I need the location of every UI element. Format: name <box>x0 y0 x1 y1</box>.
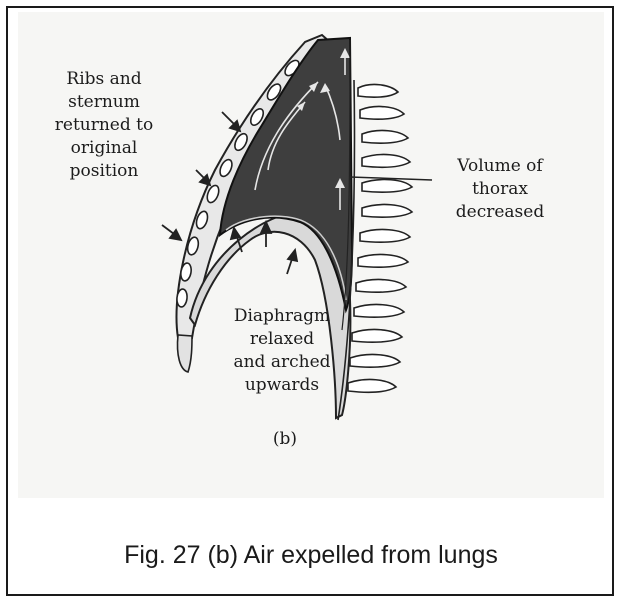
panel-label: (b) <box>255 428 315 451</box>
ribs-label: Ribs and sternum returned to original po… <box>44 68 164 183</box>
volume-label: Volume of thorax decreased <box>430 155 570 224</box>
sternum-tail <box>177 335 192 372</box>
vertebral-column <box>348 85 412 393</box>
figure-caption: Fig. 27 (b) Air expelled from lungs <box>0 541 622 570</box>
diaphragm-label: Diaphragm relaxed and arched upwards <box>222 305 342 397</box>
